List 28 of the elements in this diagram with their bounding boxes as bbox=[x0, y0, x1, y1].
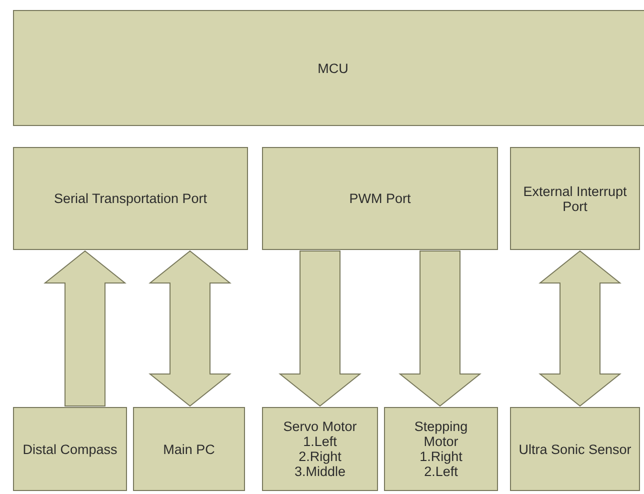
process-box bbox=[262, 147, 498, 250]
process-box bbox=[13, 10, 644, 126]
process-box bbox=[13, 407, 127, 491]
process-box bbox=[262, 407, 378, 491]
block-arrow bbox=[278, 250, 362, 407]
box-label: 1.Left bbox=[303, 434, 337, 449]
box-label: 2.Left bbox=[424, 464, 458, 479]
box-label: Serial Transportation Port bbox=[54, 191, 208, 206]
box-label: MCU bbox=[318, 60, 348, 76]
process-box bbox=[13, 147, 248, 250]
box-label: Ultra Sonic Sensor bbox=[518, 442, 632, 456]
box-label: Servo Motor bbox=[283, 419, 357, 434]
process-box bbox=[510, 407, 640, 491]
block-arrow bbox=[148, 250, 232, 407]
box-label: External Interrupt Port bbox=[522, 184, 628, 214]
box-label: PWM Port bbox=[349, 191, 411, 206]
process-box bbox=[384, 407, 498, 491]
box-label: 1.Right bbox=[420, 449, 462, 464]
process-box bbox=[510, 147, 640, 250]
block-arrow bbox=[538, 250, 622, 407]
box-label: Distal Compass bbox=[22, 442, 118, 456]
process-box bbox=[133, 407, 245, 491]
box-label: Main PC bbox=[163, 442, 215, 456]
box-label: Stepping Motor bbox=[413, 419, 469, 449]
block-arrow bbox=[398, 250, 482, 407]
box-label: 3.Middle bbox=[294, 464, 346, 479]
box-label: 2.Right bbox=[298, 449, 342, 464]
block-arrow bbox=[44, 250, 126, 406]
